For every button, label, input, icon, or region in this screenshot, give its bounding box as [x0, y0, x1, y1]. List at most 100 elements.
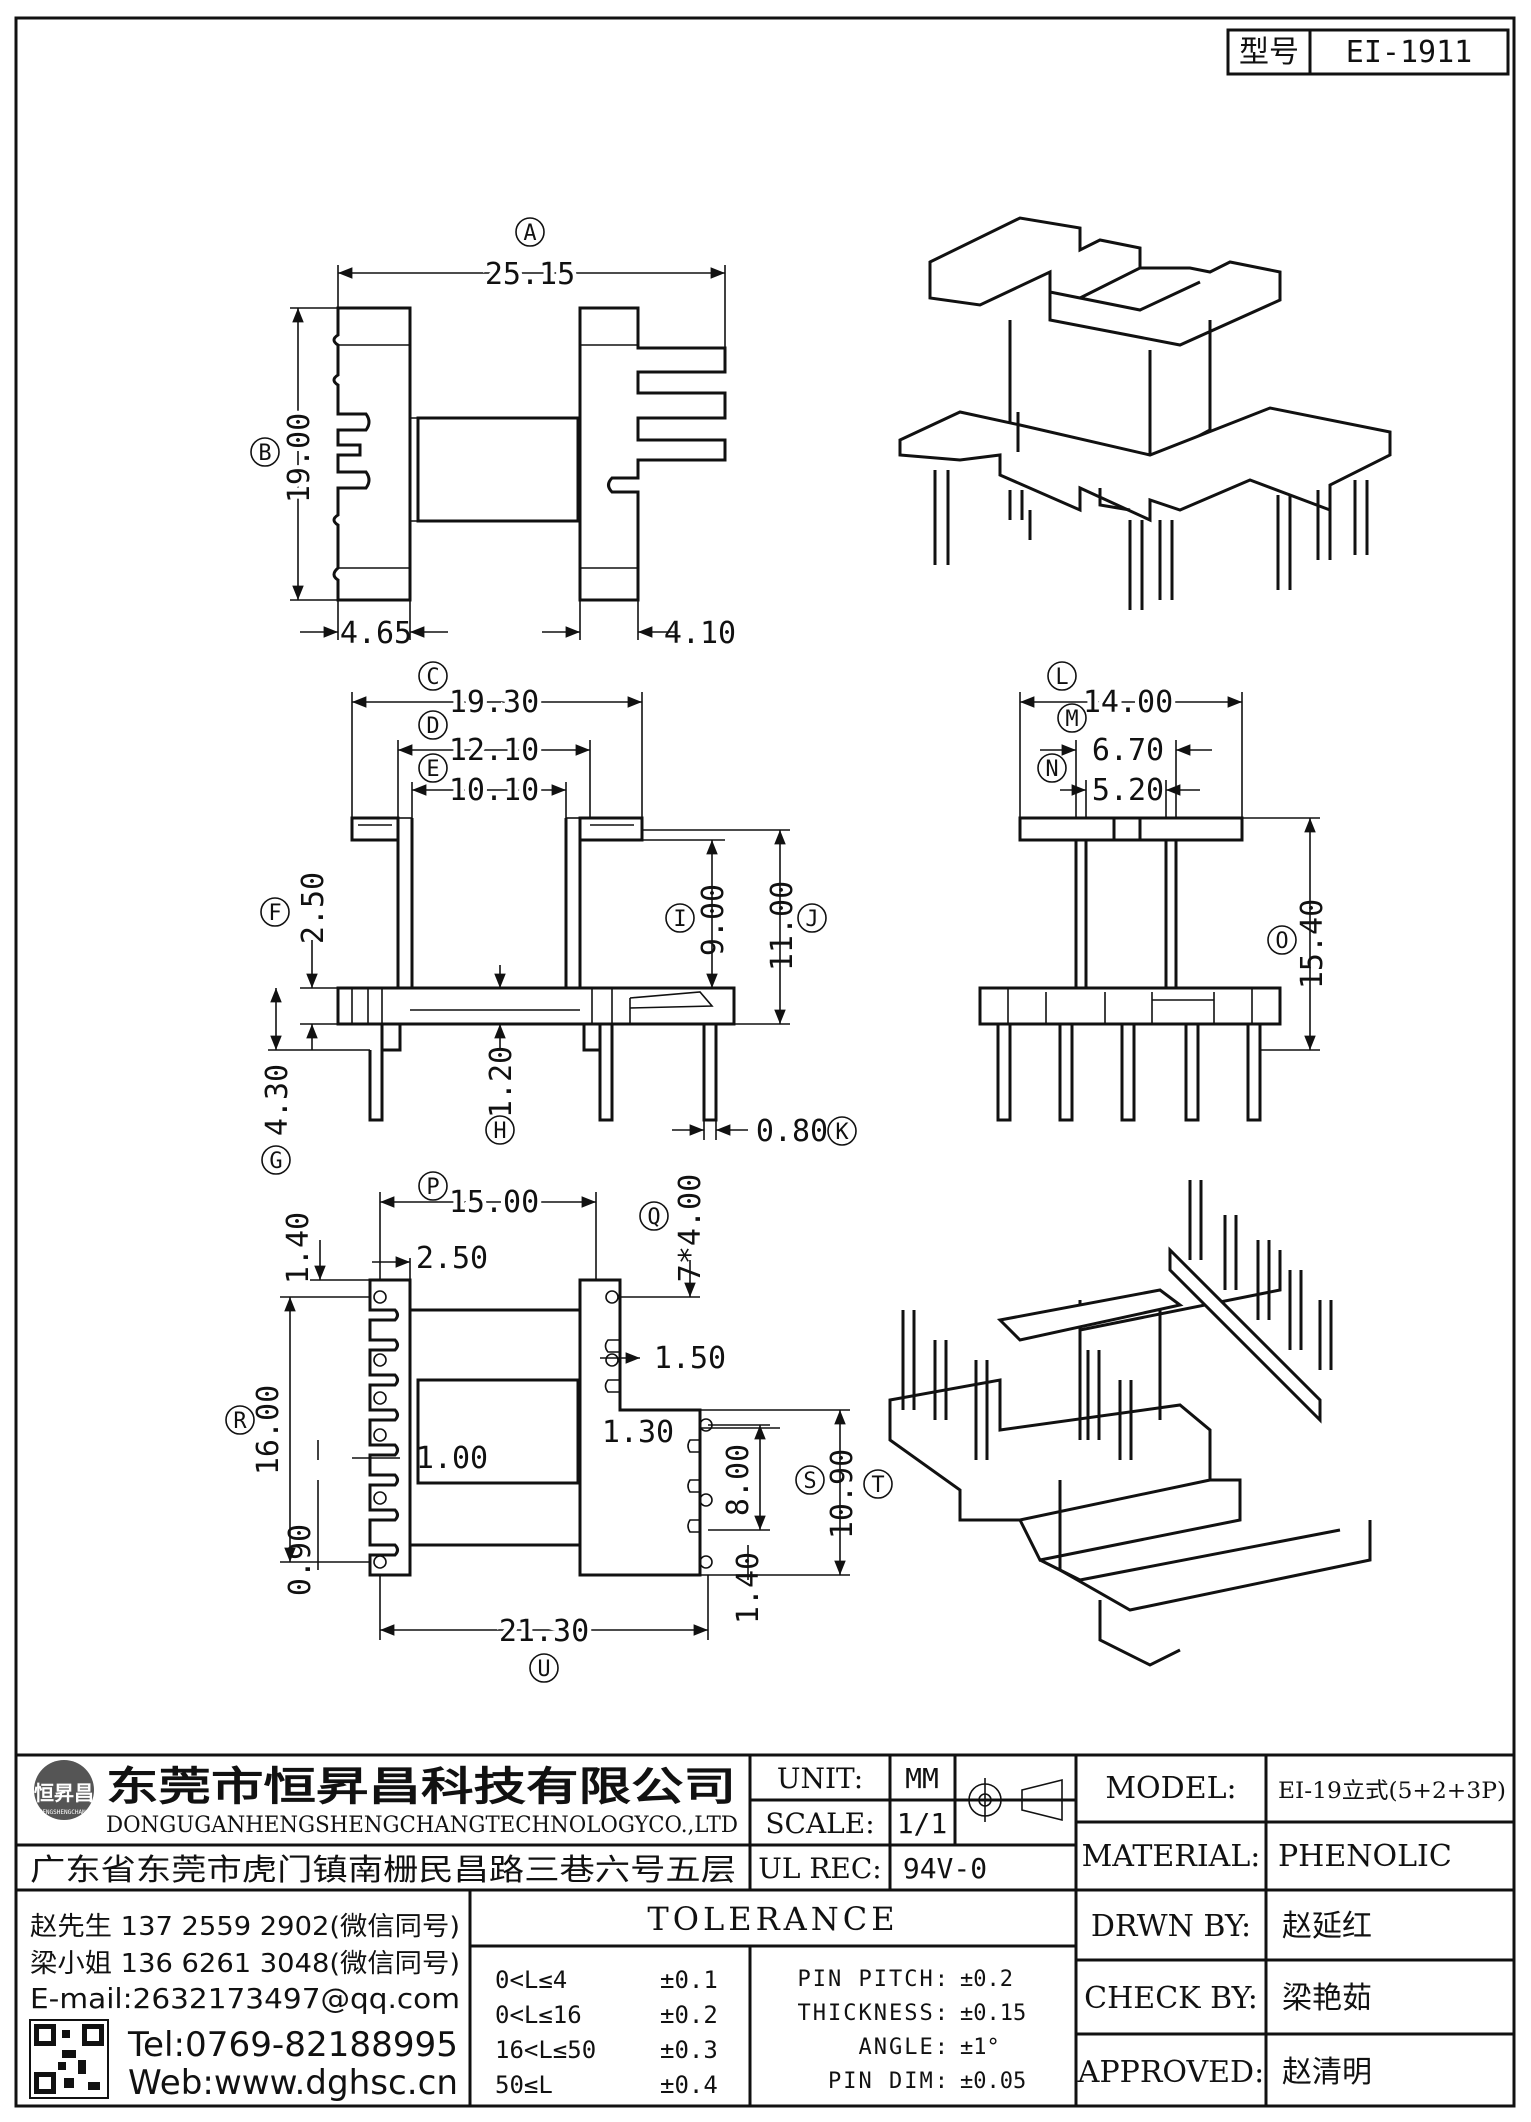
scale-label: SCALE: [765, 1807, 874, 1840]
dim-c-value: 19.30 [449, 685, 539, 720]
dim-l-value: 14.00 [1083, 685, 1173, 720]
dim-1-50: 1.50 [654, 1341, 726, 1376]
dim-r-label: R [233, 1409, 247, 1434]
dim-1-00: 1.00 [416, 1441, 488, 1476]
contact-2: 梁小姐 136 6261 3048(微信同号) [30, 1949, 460, 1979]
tolerance-list: 0<L≤4 ±0.1 0<L≤16 ±0.2 16<L≤50 ±0.3 50≤L… [495, 1966, 718, 2099]
spec-value: ±0.15 [960, 2001, 1026, 2026]
tolerance-value: ±0.3 [660, 2036, 718, 2064]
dim-1-40-top: 1.40 [281, 1212, 316, 1284]
scale-value: 1/1 [897, 1807, 948, 1840]
spec-label: PIN PITCH: [798, 1967, 950, 1992]
dim-i-value: 9.00 [696, 884, 731, 956]
approved-label: APPROVED: [1077, 2055, 1264, 2090]
dim-e-label: E [426, 757, 439, 782]
part-number-header: 型号 EI-1911 [1226, 28, 1510, 76]
check-value: 梁艳茹 [1282, 1981, 1372, 2016]
tolerance-range: 0<L≤4 [495, 1966, 567, 1994]
tolerance-value: ±0.4 [660, 2071, 718, 2099]
dim-d-value: 12.10 [449, 733, 539, 768]
unit-value: MM [905, 1762, 939, 1795]
material-label: MATERIAL: [1082, 1839, 1261, 1874]
company-name-en: DONGUGANHENGSHENGCHANGTECHNOLOGYCO.,LTD [106, 1813, 738, 1838]
top-view: A 25.15 B 19.00 4.65 4.10 [250, 217, 736, 651]
spec-label: PIN DIM: [828, 2069, 950, 2094]
dim-t-value: 10.90 [825, 1449, 860, 1539]
dim-d-label: D [426, 714, 439, 739]
contact-email: E-mail:2632173497@qq.com [30, 1982, 460, 2015]
qr-code-icon [29, 2019, 109, 2099]
tolerance-range: 50≤L [495, 2071, 553, 2099]
front-view: C 19.30 D 12.10 E 10.10 F 2.50 G 4.30 H [260, 661, 857, 1175]
dim-h-value: 1.20 [484, 1046, 519, 1118]
spec-list: PIN PITCH: ±0.2 THICKNESS: ±0.15 ANGLE: … [798, 1967, 1027, 2094]
dim-m-value: 6.70 [1092, 733, 1164, 768]
spec-value: ±0.2 [960, 1967, 1013, 1992]
tolerance-title: TOLERANCE [647, 1900, 898, 1938]
contact-1: 赵先生 137 2559 2902(微信同号) [30, 1912, 460, 1942]
dim-a-label: A [523, 221, 536, 246]
logo-subtext: HENGSHENGCHANG [39, 1809, 90, 1816]
dim-k-value: 0.80 [756, 1114, 828, 1149]
dim-j-label: J [805, 907, 818, 932]
spec-label: ANGLE: [859, 2035, 950, 2060]
tolerance-value: ±0.2 [660, 2001, 718, 2029]
dim-b-label: B [258, 441, 271, 466]
dim-k-label: K [835, 1120, 849, 1145]
dim-g-value: 4.30 [260, 1064, 295, 1136]
model-label-cn: 型号 [1239, 35, 1299, 70]
tolerance-range: 0<L≤16 [495, 2001, 582, 2029]
dim-f-label: F [268, 901, 281, 926]
tolerance-value: ±0.1 [660, 1966, 718, 1994]
dim-l-label: L [1055, 665, 1068, 690]
dim-f-value: 2.50 [296, 872, 331, 944]
spec-value: ±1° [960, 2035, 1000, 2060]
dim-i-label: I [673, 907, 686, 932]
approved-value: 赵清明 [1282, 2055, 1372, 2090]
bottom-view: P 15.00 Q 7*4.00 1.40 2.50 1.50 1.30 R 1… [225, 1171, 893, 1683]
dim-s-value: 8.00 [721, 1444, 756, 1516]
ulrec-label: UL REC: [758, 1852, 881, 1885]
dim-q-label: Q [647, 1205, 660, 1230]
dim-u-value: 21.30 [499, 1614, 589, 1649]
dim-g-label: G [269, 1149, 282, 1174]
dim-t-label: T [871, 1473, 884, 1498]
tolerance-range: 16<L≤50 [495, 2036, 596, 2064]
dim-n-label: N [1045, 757, 1058, 782]
dim-flange-left: 4.65 [340, 616, 412, 651]
dim-u-label: U [537, 1657, 550, 1682]
ulrec-value: 94V-0 [903, 1852, 987, 1885]
isometric-view-bottom [888, 1180, 1372, 1667]
dim-m-label: M [1065, 707, 1078, 732]
dim-1-30: 1.30 [602, 1415, 674, 1450]
model-label: MODEL: [1105, 1771, 1236, 1806]
dim-e-value: 10.10 [449, 773, 539, 808]
isometric-view-top [898, 216, 1392, 610]
part-number: EI-1911 [1346, 35, 1472, 70]
logo-text: 恒昇昌 [34, 1781, 94, 1805]
company-logo: 恒昇昌 HENGSHENGCHANG [34, 1760, 94, 1820]
company-name-cn: 东莞市恒昇昌科技有限公司 [106, 1764, 736, 1810]
title-block: 恒昇昌 HENGSHENGCHANG 东莞市恒昇昌科技有限公司 DONGUGAN… [16, 1753, 1514, 2106]
drawn-label: DRWN BY: [1091, 1909, 1251, 1944]
dim-c-label: C [426, 665, 439, 690]
unit-label: UNIT: [777, 1762, 863, 1795]
dim-o-label: O [1275, 929, 1288, 954]
dim-s-label: S [803, 1469, 816, 1494]
dim-0-90: 0.90 [283, 1524, 318, 1596]
spec-label: THICKNESS: [798, 2001, 950, 2026]
dim-n-value: 5.20 [1092, 773, 1164, 808]
contact-tel: Tel:0769-82188995 [127, 2025, 458, 2065]
dim-flange-right: 4.10 [664, 616, 736, 651]
material-value: PHENOLIC [1278, 1839, 1452, 1874]
dim-p-value: 15.00 [449, 1185, 539, 1220]
company-address: 广东省东莞市虎门镇南栅民昌路三巷六号五层 [30, 1853, 736, 1888]
dim-p-label: P [426, 1175, 439, 1200]
drawn-value: 赵延红 [1282, 1909, 1372, 1944]
dim-b-value: 19.00 [282, 413, 317, 503]
dim-h-label: H [493, 1119, 506, 1144]
dim-q-value: 7*4.00 [673, 1174, 708, 1282]
spec-value: ±0.05 [960, 2069, 1026, 2094]
dim-2-50: 2.50 [416, 1241, 488, 1276]
dim-j-value: 11.00 [765, 881, 800, 971]
